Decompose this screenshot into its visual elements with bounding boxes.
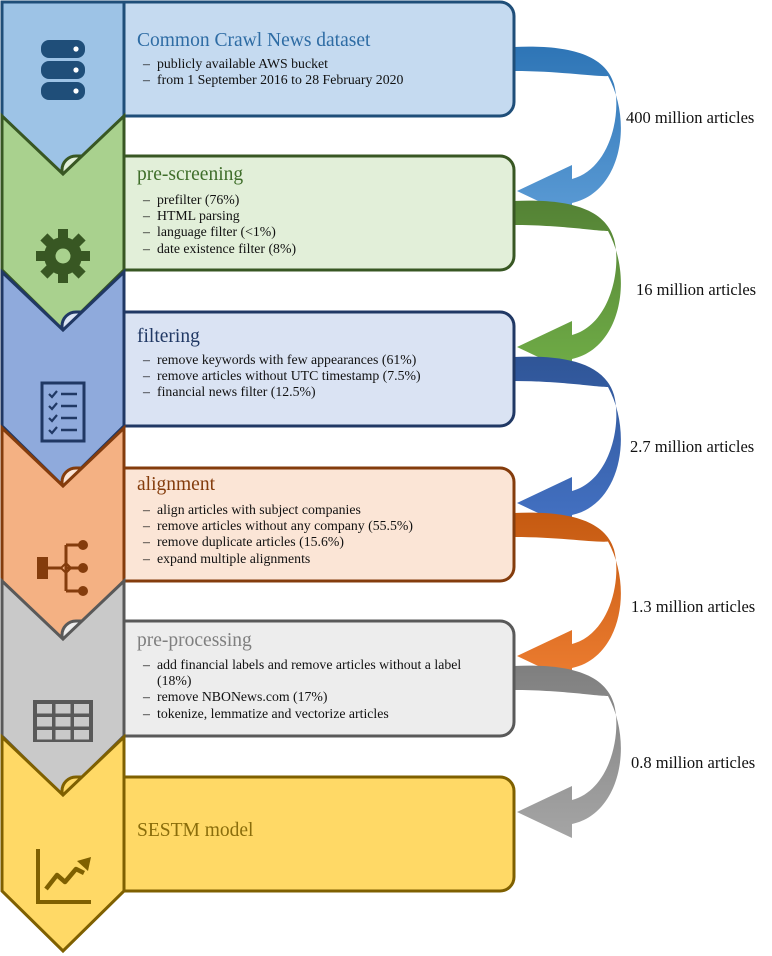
list-item: from 1 September 2016 to 28 February 202… [143,72,503,88]
list-item: expand multiple alignments [143,551,503,567]
list-item: financial news filter (12.5%) [143,384,503,400]
list-item: remove duplicate articles (15.6%) [143,534,503,550]
list-item: language filter (<1%) [143,224,503,240]
stage-title-filtering: filtering [137,326,200,347]
stage-sestm-model [0,733,516,954]
stage-title-pre-processing: pre-processing [137,630,252,651]
list-item: publicly available AWS bucket [143,56,503,72]
stage-chevron [0,733,126,954]
stage-items-alignment: align articles with subject companiesrem… [143,502,503,567]
stage-title-common-crawl-news-dataset: Common Crawl News dataset [137,30,371,51]
flow-label-5: 0.8 million articles [631,753,756,772]
list-item: prefilter (76%) [143,192,503,208]
table-icon [33,700,93,742]
flow-arrow-4 [514,512,621,682]
list-item: tokenize, lemmatize and vectorize articl… [143,706,483,722]
flow-label-4: 1.3 million articles [631,597,756,616]
list-item: HTML parsing [143,208,503,224]
flow-arrow-5 [514,665,621,838]
stage-title-pre-screening: pre-screening [137,164,244,185]
stage-items-pre-processing: add financial labels and remove articles… [143,657,483,722]
flow-arrow-3 [514,356,621,529]
list-item: date existence filter (8%) [143,241,503,257]
hierarchy-icon [37,540,88,596]
stage-items-pre-screening: prefilter (76%)HTML parsinglanguage filt… [143,192,503,257]
flow-label-3: 2.7 million articles [630,437,755,456]
stage-items-filtering: remove keywords with few appearances (61… [143,352,503,401]
flow-arrow-2 [514,200,621,373]
checklist-icon [40,381,86,443]
stage-title-alignment: alignment [137,474,215,495]
list-item: remove articles without UTC timestamp (7… [143,368,503,384]
stage-common-crawl-news-dataset [0,0,516,179]
stage-box [60,775,516,893]
flow-label-2: 16 million articles [636,280,757,299]
gear-icon [36,229,90,283]
list-item: remove NBONews.com (17%) [143,689,483,705]
list-item: add financial labels and remove articles… [143,657,483,689]
list-item: remove keywords with few appearances (61… [143,352,503,368]
flow-arrow-1 [514,46,621,217]
stage-items-common-crawl-news-dataset: publicly available AWS bucketfrom 1 Sept… [143,56,503,89]
line-chart-icon [36,849,91,904]
list-item: align articles with subject companies [143,502,503,518]
stage-title-sestm-model: SESTM model [137,820,254,841]
flow-label-1: 400 million articles [626,108,755,127]
database-icon [41,40,85,100]
list-item: remove articles without any company (55.… [143,518,503,534]
